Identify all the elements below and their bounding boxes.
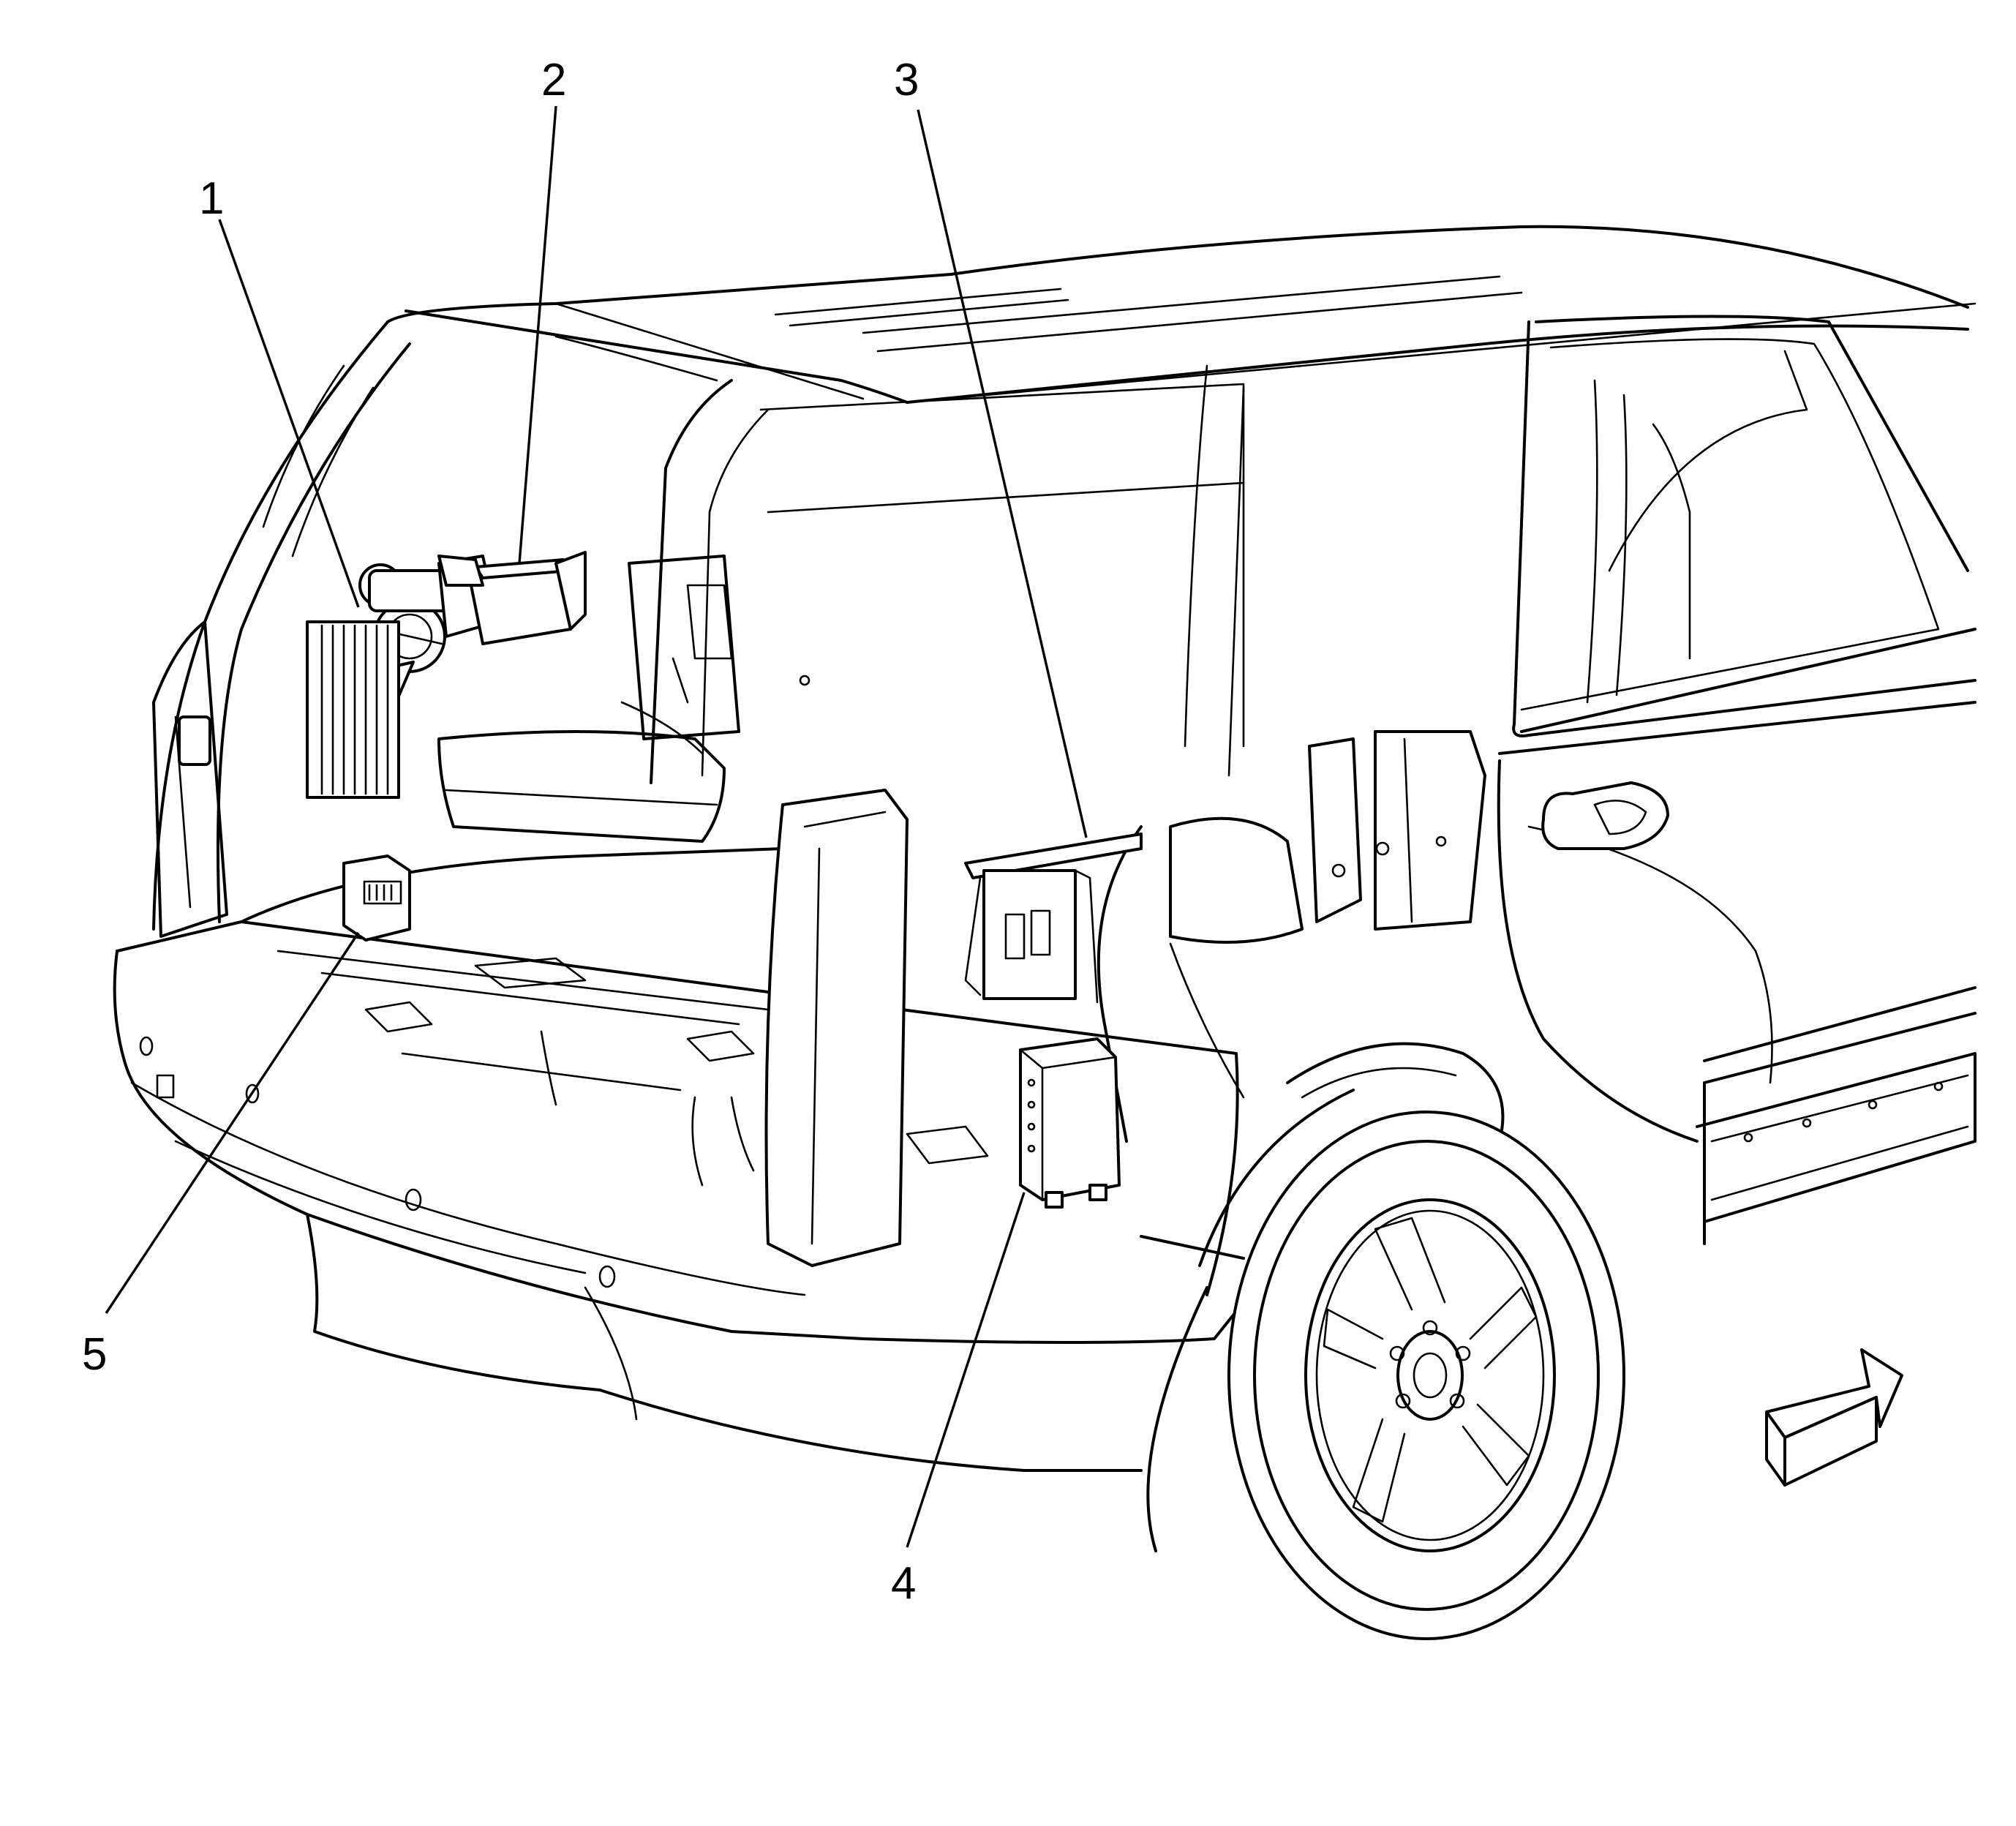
callout-2: 2 [541,55,566,105]
callout-5: 5 [82,1329,107,1380]
leader-5 [105,932,360,1314]
component-4-lower-module [1019,1037,1121,1209]
vehicle-body [113,225,1976,1472]
rear-wheel [1146,1089,1625,1640]
leader-3 [917,109,1088,838]
callout-leaders [105,105,1088,1548]
component-3-bracket-module [964,833,1143,1004]
component-5-connector-module [342,854,411,942]
leader-4 [906,1192,1026,1548]
leader-2 [518,105,557,564]
callout-4: 4 [891,1558,916,1609]
callout-1: 1 [199,173,224,224]
component-2-control-module [437,551,587,645]
callout-3: 3 [894,55,919,105]
callout-labels: 1 2 3 4 5 [82,55,919,1609]
front-direction-arrow-icon [1765,1348,1903,1487]
leader-1 [218,219,360,608]
component-1-liftgate-actuator [306,555,499,799]
